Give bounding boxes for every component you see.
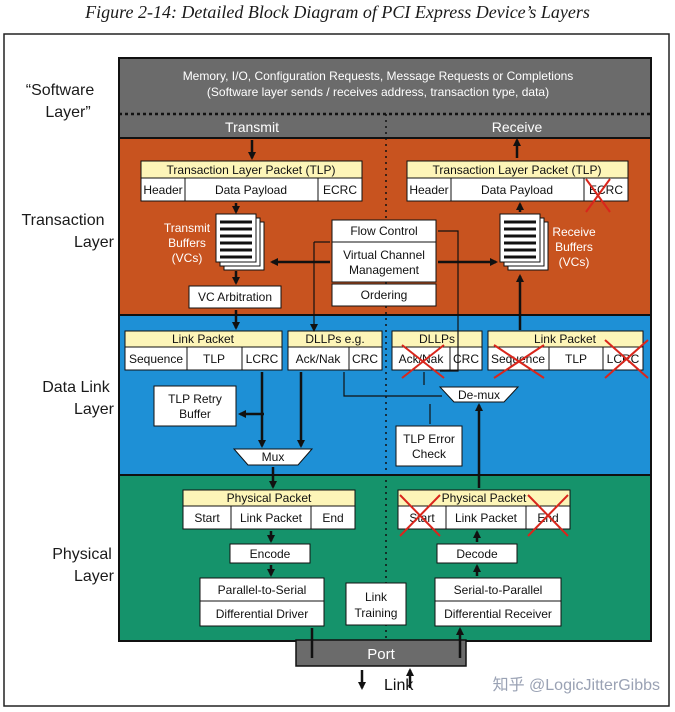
column-receive: Receive <box>492 119 543 135</box>
buffer-stack-icon <box>215 213 265 271</box>
tx-physical-packet: Physical Packet Start Link Packet End <box>182 489 356 530</box>
label-physical-2: Layer <box>74 568 115 585</box>
link-label: Link <box>384 677 414 694</box>
rx-tlp: TLP <box>565 352 587 366</box>
tx-ack-nak: Ack/Nak <box>296 352 342 366</box>
buffer-stack-icon <box>499 213 549 271</box>
figure-frame <box>3 33 670 707</box>
rx-ack-nak: Ack/Nak <box>399 352 445 366</box>
rx-link-packet-field: Link Packet <box>455 511 518 525</box>
p2s-label: Parallel-to-Serial <box>218 583 307 597</box>
diff-receiver-label: Differential Receiver <box>444 607 552 621</box>
software-line-2: (Software layer sends / receives address… <box>207 85 549 99</box>
tx-tlp-title: Transaction Layer Packet (TLP) <box>167 163 336 177</box>
link-training-label-1: Link <box>365 590 388 604</box>
error-label-2: Check <box>412 447 447 461</box>
tx-link-packet-field: Link Packet <box>240 511 303 525</box>
ordering-box: Ordering <box>331 283 437 307</box>
link-training-label-2: Training <box>355 606 398 620</box>
rx-buffers-label-2: Buffers <box>555 240 593 254</box>
vc-arbitration-label: VC Arbitration <box>198 290 272 304</box>
software-band <box>118 57 652 139</box>
rx-dllp-packet: DLLPs Ack/Nak CRC <box>391 330 483 371</box>
tx-tlp-payload: Data Payload <box>215 183 287 197</box>
figure-title: Figure 2-14: Detailed Block Diagram of P… <box>85 2 590 22</box>
mux-label: Mux <box>262 450 285 464</box>
label-software-1: “Software <box>26 82 95 99</box>
tx-buffers-label-2: Buffers <box>168 236 206 250</box>
s2p-label: Serial-to-Parallel <box>454 583 543 597</box>
flow-control-box: Flow Control <box>331 219 437 243</box>
rx-link-packet-title: Link Packet <box>534 332 597 346</box>
serial-to-parallel-box: Serial-to-Parallel <box>434 577 562 602</box>
differential-driver-box: Differential Driver <box>199 600 325 627</box>
tx-end: End <box>322 511 343 525</box>
rx-crc: CRC <box>453 352 479 366</box>
link-training-box: Link Training <box>345 582 407 626</box>
tx-dllps-title: DLLPs e.g. <box>305 332 364 346</box>
rx-tlp-title: Transaction Layer Packet (TLP) <box>433 163 602 177</box>
tx-tlp: TLP <box>203 352 225 366</box>
parallel-to-serial-box: Parallel-to-Serial <box>199 577 325 602</box>
tx-buffers-label-1: Transmit <box>164 221 211 235</box>
label-datalink-1: Data Link <box>42 379 111 396</box>
retry-label-2: Buffer <box>179 407 211 421</box>
rx-tlp-packet: Transaction Layer Packet (TLP) Header Da… <box>406 160 629 202</box>
connection-lines <box>310 230 459 424</box>
tx-lcrc: LCRC <box>246 352 279 366</box>
tx-buffers-label-3: (VCs) <box>172 251 203 265</box>
arrow-icon <box>232 138 524 690</box>
label-transaction-1: Transaction <box>22 212 105 229</box>
rx-dllps-title: DLLPs <box>419 332 455 346</box>
tlp-error-check: TLP Error Check <box>395 425 463 467</box>
encode-label: Encode <box>250 547 291 561</box>
label-datalink-2: Layer <box>74 401 115 418</box>
rx-tlp-header: Header <box>409 183 448 197</box>
vc-management-label-2: Management <box>349 263 420 277</box>
tx-physical-title: Physical Packet <box>227 491 312 505</box>
rx-lcrc: LCRC <box>607 352 640 366</box>
ordering-label: Ordering <box>361 288 408 302</box>
tx-link-packet: Link Packet Sequence TLP LCRC <box>124 330 283 371</box>
tx-tlp-header: Header <box>143 183 182 197</box>
tlp-retry-buffer: TLP Retry Buffer <box>153 385 237 427</box>
port-block <box>295 639 467 667</box>
rx-buffers-label-1: Receive <box>552 225 596 239</box>
error-label-1: TLP Error <box>403 432 455 446</box>
demux-label: De-mux <box>458 388 500 402</box>
decode-box: Decode <box>436 543 518 564</box>
label-transaction-2: Layer <box>74 234 115 251</box>
tx-crc: CRC <box>352 352 378 366</box>
tx-link-packet-title: Link Packet <box>172 332 235 346</box>
label-software-2: Layer” <box>45 104 90 121</box>
mux-trapezoid-icon: Mux <box>232 448 314 466</box>
vc-management-box: Virtual Channel Management <box>331 241 437 283</box>
software-line-1: Memory, I/O, Configuration Requests, Mes… <box>183 69 574 83</box>
encode-box: Encode <box>229 543 311 564</box>
rx-buffers-label-3: (VCs) <box>559 255 590 269</box>
tx-dllp-packet: DLLPs e.g. Ack/Nak CRC <box>287 330 383 371</box>
rx-sequence: Sequence <box>491 352 545 366</box>
label-physical-1: Physical <box>52 546 112 563</box>
watermark: 知乎 @LogicJitterGibbs <box>493 676 660 694</box>
diff-driver-label: Differential Driver <box>216 607 308 621</box>
flow-control-label: Flow Control <box>350 224 417 238</box>
retry-label-1: TLP Retry <box>168 392 222 406</box>
port-label: Port <box>367 646 395 663</box>
tx-start: Start <box>194 511 220 525</box>
rx-physical-packet: Physical Packet Start Link Packet End <box>397 489 571 530</box>
differential-receiver-box: Differential Receiver <box>434 600 562 627</box>
vc-arbitration-box: VC Arbitration <box>188 285 282 309</box>
strike-cross-icon <box>399 178 649 537</box>
rx-physical-title: Physical Packet <box>442 491 527 505</box>
tx-tlp-ecrc: ECRC <box>323 183 357 197</box>
vc-management-label-1: Virtual Channel <box>343 248 425 262</box>
column-transmit: Transmit <box>225 119 279 135</box>
demux-trapezoid-icon: De-mux <box>438 386 520 403</box>
tx-tlp-packet: Transaction Layer Packet (TLP) Header Da… <box>140 160 363 202</box>
rx-tlp-payload: Data Payload <box>481 183 553 197</box>
decode-label: Decode <box>456 547 498 561</box>
tx-sequence: Sequence <box>129 352 183 366</box>
